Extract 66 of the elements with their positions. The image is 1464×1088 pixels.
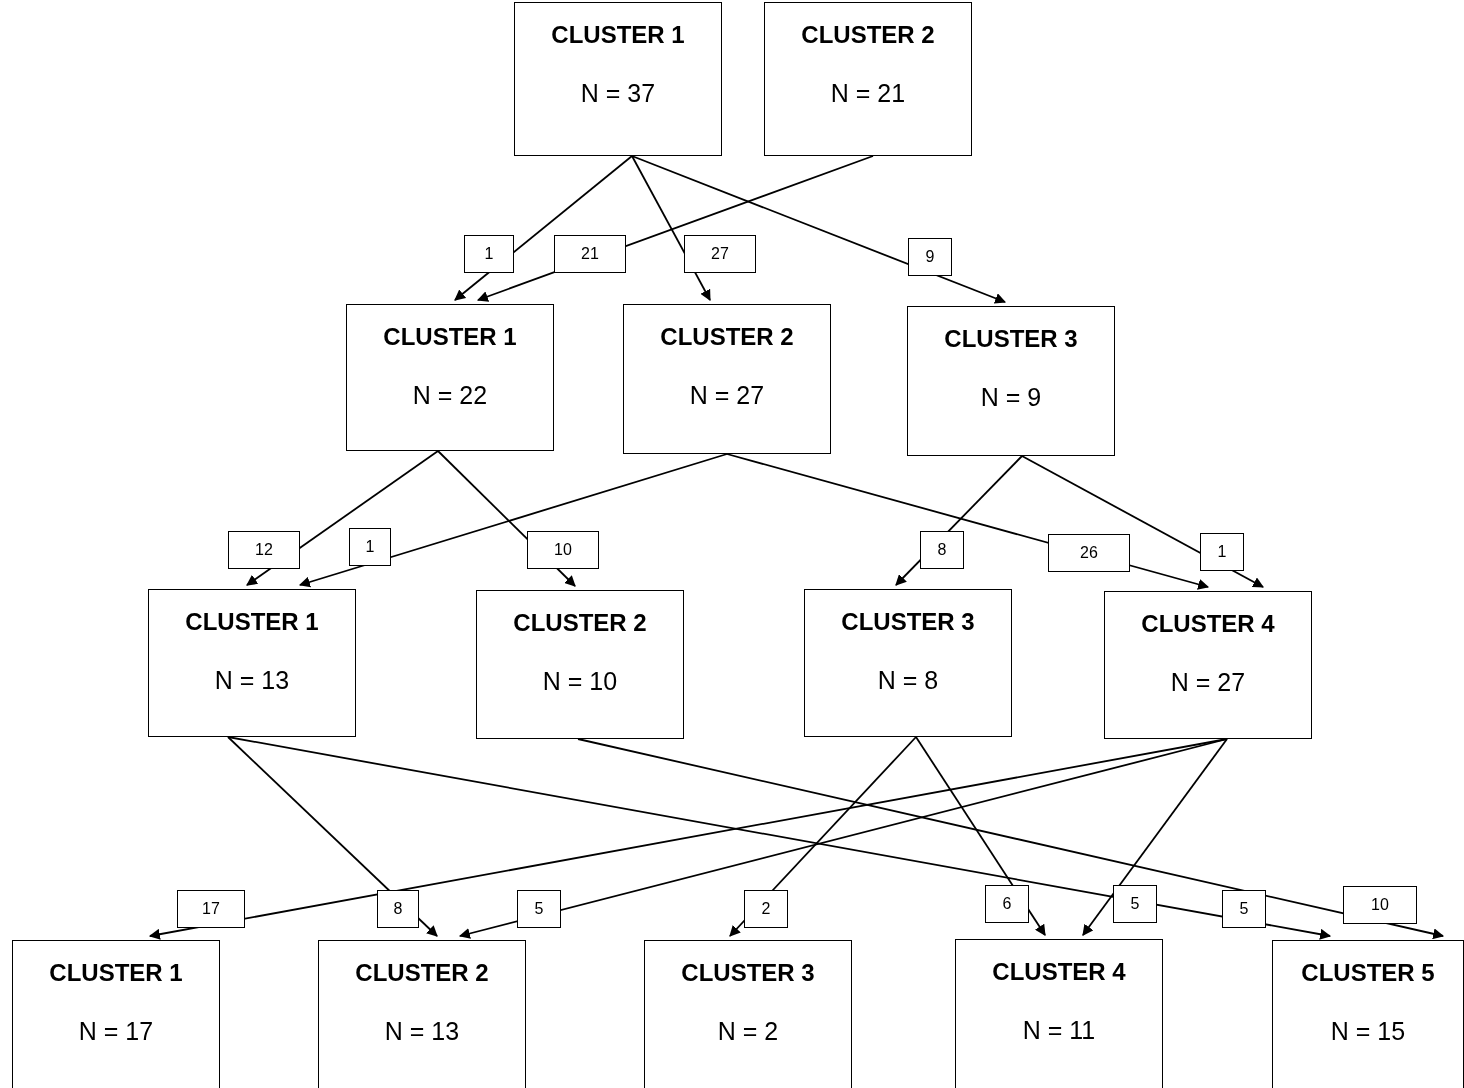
edge-label: 1 xyxy=(1200,533,1244,571)
cluster-title: CLUSTER 2 xyxy=(801,21,935,49)
cluster-box xyxy=(804,589,1012,737)
edge-label: 8 xyxy=(377,890,419,928)
edge-label: 1 xyxy=(349,528,391,566)
arrow xyxy=(631,155,1006,304)
cluster-box xyxy=(955,939,1163,1088)
cluster-count: N = 13 xyxy=(384,1017,460,1046)
cluster-title: CLUSTER 3 xyxy=(944,325,1078,353)
cluster-box xyxy=(148,589,356,737)
cluster-box xyxy=(346,304,554,451)
cluster-title: CLUSTER 3 xyxy=(681,959,815,987)
cluster-title: CLUSTER 1 xyxy=(49,959,183,987)
cluster-count: N = 13 xyxy=(214,666,290,695)
cluster-box xyxy=(907,306,1115,456)
cluster-title: CLUSTER 5 xyxy=(1301,959,1435,987)
edge-label: 10 xyxy=(1343,886,1417,924)
cluster-box xyxy=(644,940,852,1088)
cluster-count: N = 2 xyxy=(717,1017,779,1046)
cluster-title: CLUSTER 1 xyxy=(185,608,319,636)
cluster-box xyxy=(1272,940,1464,1088)
cluster-count: N = 10 xyxy=(542,667,618,696)
edge-label: 10 xyxy=(527,531,599,569)
cluster-box xyxy=(764,2,972,156)
edge-label: 2 xyxy=(744,890,788,928)
cluster-box xyxy=(514,2,722,156)
edge-label: 21 xyxy=(554,235,626,273)
edge-label: 12 xyxy=(228,531,300,569)
cluster-title: CLUSTER 3 xyxy=(841,608,975,636)
arrow xyxy=(1082,738,1228,936)
edge-label: 5 xyxy=(1222,890,1266,928)
edge-label: 17 xyxy=(177,890,245,928)
cluster-box xyxy=(318,940,526,1088)
edge-label: 9 xyxy=(908,238,952,276)
cluster-box xyxy=(623,304,831,454)
cluster-count: N = 27 xyxy=(1170,668,1246,697)
cluster-count: N = 22 xyxy=(412,381,488,410)
cluster-count: N = 21 xyxy=(830,79,906,108)
cluster-count: N = 27 xyxy=(689,381,765,410)
edge-label: 27 xyxy=(684,235,756,273)
cluster-title: CLUSTER 2 xyxy=(513,609,647,637)
arrow xyxy=(458,738,1228,939)
cluster-title: CLUSTER 2 xyxy=(660,323,794,351)
edge-label: 8 xyxy=(920,531,964,569)
edge-label: 5 xyxy=(517,890,561,928)
cluster-count: N = 15 xyxy=(1330,1017,1406,1046)
cluster-title: CLUSTER 4 xyxy=(992,958,1126,986)
arrow xyxy=(298,453,728,588)
cluster-box xyxy=(1104,591,1312,739)
edge-label: 6 xyxy=(985,885,1029,923)
arrow xyxy=(227,736,1332,940)
arrow xyxy=(577,738,1445,940)
cluster-title: CLUSTER 1 xyxy=(551,21,685,49)
edge-label: 5 xyxy=(1113,885,1157,923)
edge-label: 1 xyxy=(464,235,514,273)
cluster-count: N = 11 xyxy=(1022,1016,1096,1045)
cluster-box xyxy=(12,940,220,1088)
cluster-box xyxy=(476,590,684,739)
cluster-count: N = 8 xyxy=(877,666,939,695)
cluster-title: CLUSTER 2 xyxy=(355,959,489,987)
cluster-title: CLUSTER 4 xyxy=(1141,610,1275,638)
cluster-count: N = 17 xyxy=(78,1017,154,1046)
cluster-title: CLUSTER 1 xyxy=(383,323,517,351)
cluster-count: N = 37 xyxy=(580,79,656,108)
cluster-count: N = 9 xyxy=(980,383,1042,412)
edge-label: 26 xyxy=(1048,534,1130,572)
